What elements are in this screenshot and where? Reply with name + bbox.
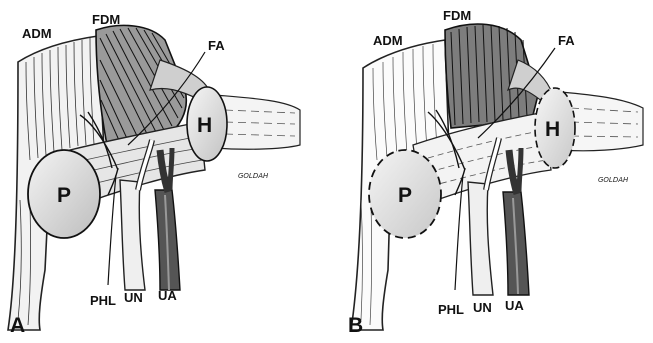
artist-signature: GOLDAH <box>598 176 629 184</box>
label-un: UN <box>124 290 143 305</box>
label-un: UN <box>473 300 492 315</box>
label-ua: UA <box>505 298 524 313</box>
pisiform-bone: P <box>369 150 441 238</box>
label-fa: FA <box>558 33 575 48</box>
label-fdm: FDM <box>92 12 120 27</box>
pisiform-bone: P <box>28 150 100 238</box>
label-adm: ADM <box>373 33 403 48</box>
label-p: P <box>57 184 71 207</box>
panel-a: H P ADM FDM <box>0 0 320 343</box>
panel-letter: A <box>10 314 25 337</box>
label-p: P <box>398 184 412 207</box>
label-fdm: FDM <box>443 8 471 23</box>
hamate-hook: H <box>535 88 575 168</box>
label-adm: ADM <box>22 26 52 41</box>
label-h: H <box>545 118 560 141</box>
label-h: H <box>197 114 212 137</box>
label-fa: FA <box>208 38 225 53</box>
label-phl: PHL <box>438 302 464 317</box>
label-phl: PHL <box>90 293 116 308</box>
panel-letter: B <box>348 314 363 337</box>
panel-b: H P ADM FDM FA <box>333 0 653 343</box>
artist-signature: GOLDAH <box>238 172 269 180</box>
hamate-hook: H <box>187 87 227 161</box>
label-ua: UA <box>158 288 177 303</box>
